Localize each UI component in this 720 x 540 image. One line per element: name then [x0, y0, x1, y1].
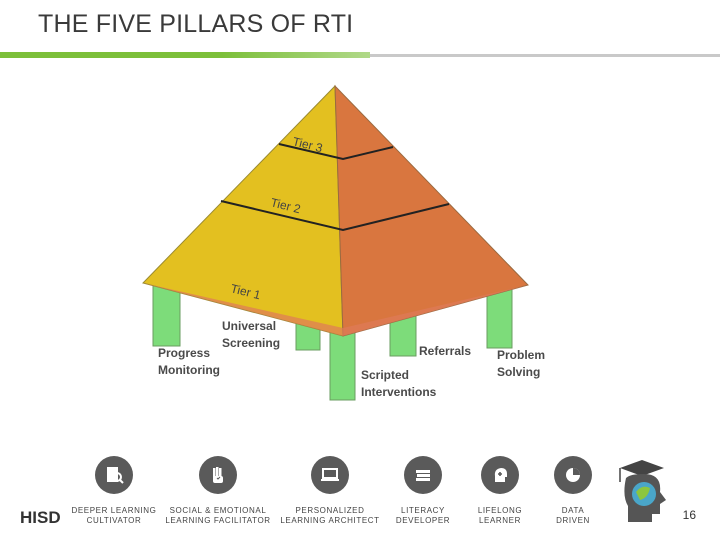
label-progress-line2: Monitoring: [158, 363, 220, 377]
pillar-caption-line2: LEARNING FACILITATOR: [165, 516, 271, 525]
pillar-caption-line2: LEARNING ARCHITECT: [280, 516, 380, 525]
pillar-caption-line1: PERSONALIZED: [295, 506, 365, 515]
label-scripted-line1: Scripted: [361, 368, 409, 382]
pie-chart-icon: [554, 456, 592, 494]
rti-pyramid-diagram: Tier 3 Tier 2 Tier 1 Progress Monitoring…: [142, 84, 545, 401]
page-number: 16: [682, 508, 696, 522]
pillar-caption-line1: LIFELONG: [477, 506, 523, 515]
label-scripted-line2: Interventions: [361, 385, 437, 399]
pillar-caption-line2: CULTIVATOR: [86, 516, 142, 525]
hand-heart-icon: [199, 456, 237, 494]
pillar-caption-line2: LEARNER: [479, 516, 521, 525]
label-progress-line1: Progress: [158, 346, 210, 360]
document-magnifier-icon: [95, 456, 133, 494]
pillar-caption-line1: SOCIAL & EMOTIONAL: [169, 506, 267, 515]
pillar-caption-line1: DEEPER LEARNING: [71, 506, 157, 515]
label-universal-line1: Universal: [222, 319, 276, 333]
graduate-head-logo: [612, 456, 672, 531]
label-problem-line1: Problem: [497, 348, 545, 362]
tier-divider-2: [220, 200, 450, 232]
pillar-caption-line2: DRIVEN: [556, 516, 590, 525]
pillar-caption-line1: LITERACY: [401, 506, 445, 515]
head-plus-icon: [481, 456, 519, 494]
label-universal-line2: Screening: [222, 336, 280, 350]
title-underline: [0, 52, 720, 58]
page-title: THE FIVE PILLARS OF RTI: [38, 10, 354, 38]
hisd-logo: HISD: [20, 508, 61, 527]
label-referrals: Referrals: [419, 344, 471, 358]
label-problem-line2: Solving: [497, 365, 540, 379]
books-icon: [404, 456, 442, 494]
pillar-caption-line2: DEVELOPER: [395, 516, 451, 525]
pillar-caption-line1: DATA: [561, 506, 585, 515]
tier-divider-3: [278, 143, 394, 161]
laptop-icon: [311, 456, 349, 494]
